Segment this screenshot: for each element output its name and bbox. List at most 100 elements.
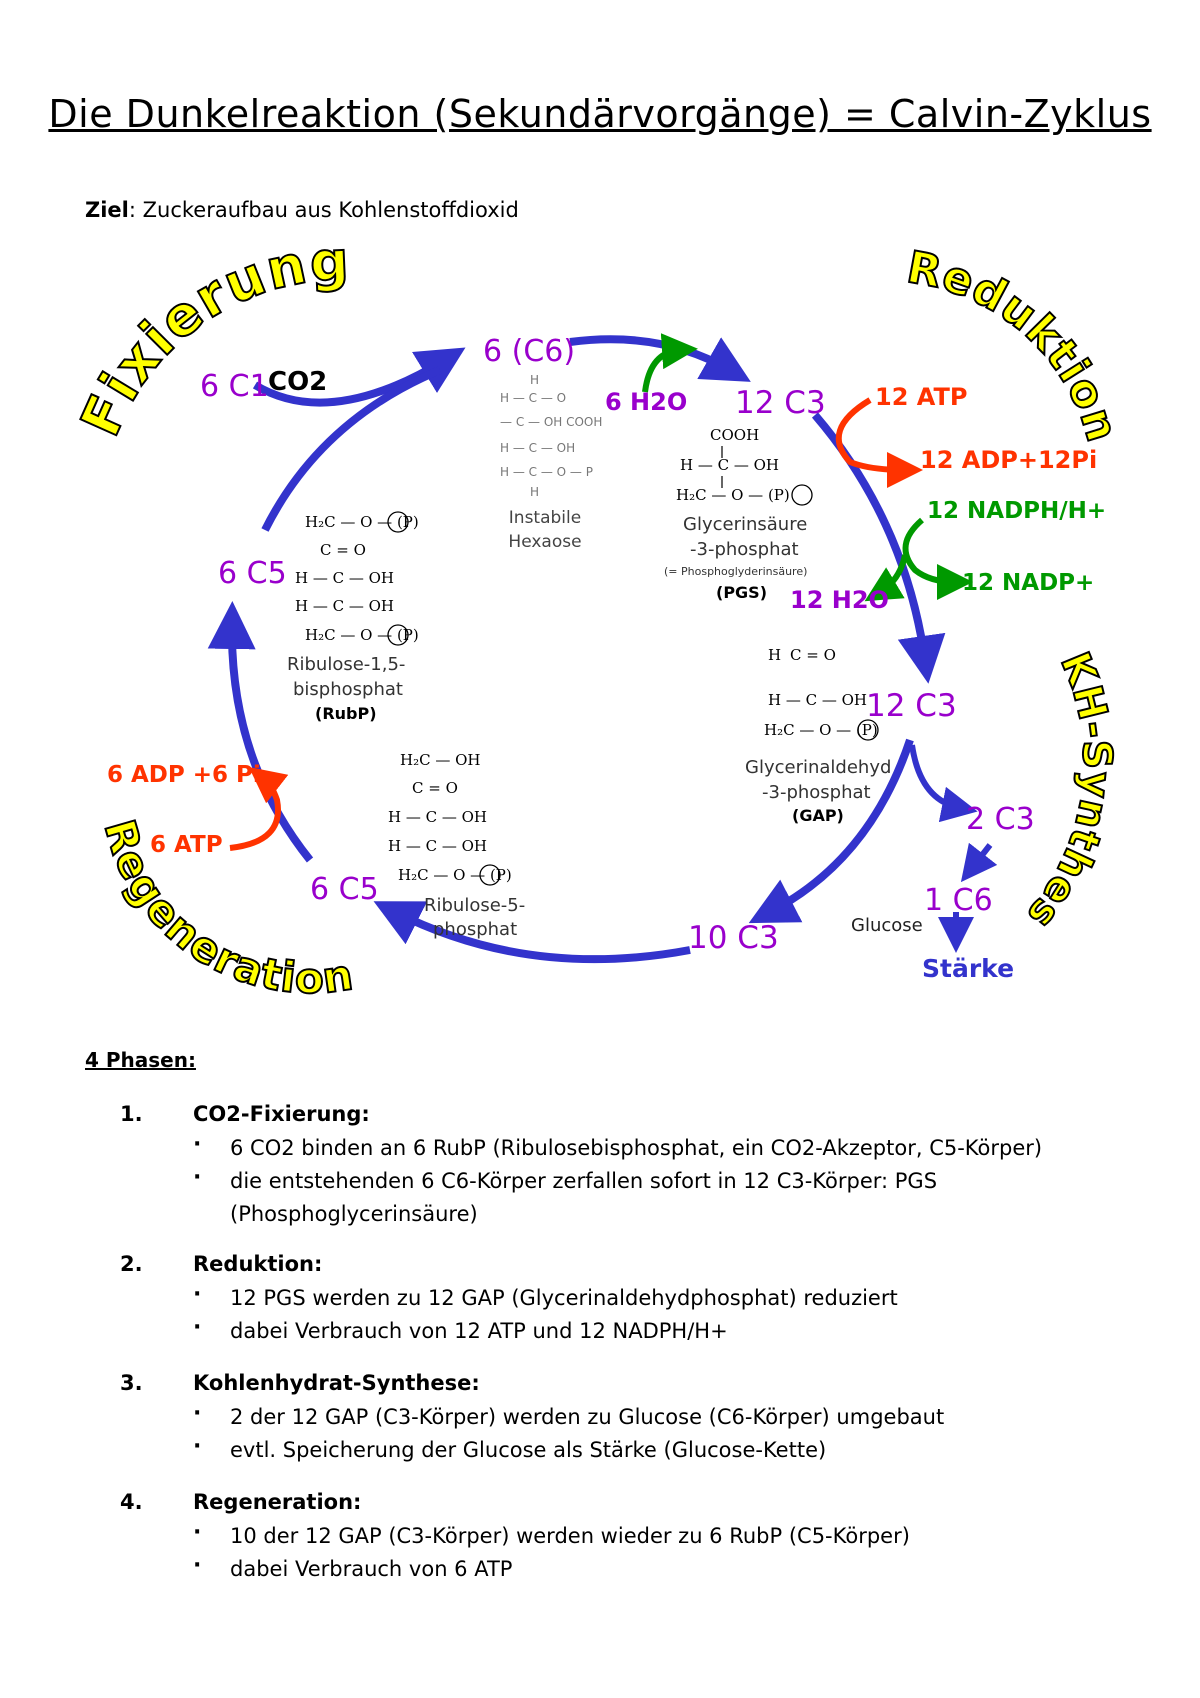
node-c3-ten: 10 C3 bbox=[688, 920, 779, 956]
list-item: evtl. Speicherung der Glucose als Stärke… bbox=[193, 1430, 1113, 1467]
hexaose-name: Instabile Hexaose bbox=[508, 508, 582, 552]
phase-label-reduktion: Reduktion bbox=[903, 242, 1128, 448]
gap-name-1: Glycerinaldehyd bbox=[745, 757, 892, 778]
ru5p-name-2: phosphat bbox=[433, 919, 518, 940]
arrow-gap-to-10c3 bbox=[748, 738, 914, 924]
cofactor-adp-out: 12 ADP+12Pi bbox=[920, 446, 1098, 474]
node-c3-gap: 12 C3 bbox=[866, 688, 957, 724]
list-item: dabei Verbrauch von 6 ATP bbox=[193, 1549, 1113, 1586]
arrow-atp-in bbox=[835, 397, 923, 488]
node-glucose: Glucose bbox=[851, 915, 923, 936]
svg-text:H: H bbox=[530, 485, 539, 499]
rubp-structure: H₂C — O — (P) C = O H — C — OH H — C — O… bbox=[295, 513, 419, 644]
phase-heading: Reduktion: bbox=[193, 1252, 323, 1276]
list-item: die entstehenden 6 C6-Körper zerfallen s… bbox=[193, 1161, 1113, 1231]
arrow-gap-to-2c3 bbox=[909, 744, 978, 823]
goal-line: Ziel: Zuckeraufbau aus Kohlenstoffdioxid bbox=[85, 198, 519, 222]
node-c5-bottom: 6 C5 bbox=[310, 872, 379, 907]
phases-title: 4 Phasen: bbox=[85, 1048, 196, 1072]
node-c1: 6 C1 bbox=[200, 369, 269, 404]
svg-text:H: H bbox=[768, 646, 781, 664]
cofactor-adp-regen: 6 ADP +6 Pi bbox=[107, 762, 261, 788]
svg-text:H₂C — O — (P): H₂C — O — (P) bbox=[305, 626, 419, 644]
arrow-nadph-in bbox=[902, 517, 973, 600]
svg-text:H — C — O: H — C — O bbox=[500, 391, 566, 405]
phase-number: 2. bbox=[120, 1252, 143, 1276]
cofactor-h2o-out: 12 H2O bbox=[790, 586, 889, 614]
goal-text: : Zuckeraufbau aus Kohlenstoffdioxid bbox=[128, 198, 519, 222]
node-c6: 6 (C6) bbox=[483, 334, 576, 369]
phase-number: 1. bbox=[120, 1102, 143, 1126]
svg-text:H₂C — O — (P): H₂C — O — (P) bbox=[764, 721, 878, 739]
cofactor-nadph-in: 12 NADPH/H+ bbox=[927, 498, 1107, 524]
list-item: dabei Verbrauch von 12 ATP und 12 NADPH/… bbox=[193, 1311, 1113, 1348]
node-co2: CO2 bbox=[268, 367, 328, 397]
cofactor-atp-regen: 6 ATP bbox=[150, 832, 223, 858]
calvin-cycle-diagram: Fixierung Reduktion KH-Synthese Regenera… bbox=[0, 0, 1128, 1004]
svg-text:C = O: C = O bbox=[412, 779, 458, 797]
arrow-h2o-in bbox=[642, 333, 698, 393]
arrow-c6-to-c3 bbox=[569, 335, 751, 382]
phase-number: 3. bbox=[120, 1371, 143, 1395]
arrow-10c3-to-c5 bbox=[373, 901, 691, 964]
node-two-c3: 2 C3 bbox=[966, 802, 1035, 837]
svg-text:H — C — OH: H — C — OH bbox=[388, 808, 487, 826]
pgs-name-1: Glycerinsäure bbox=[683, 514, 808, 535]
phase-items: 2 der 12 GAP (C3-Körper) werden zu Gluco… bbox=[193, 1397, 1113, 1467]
gap-structure: H C = O H — C — OH H₂C — O — (P) bbox=[764, 646, 878, 739]
svg-text:H: H bbox=[530, 373, 539, 387]
svg-text:H — C — OH: H — C — OH bbox=[500, 441, 575, 455]
phase-heading: Regeneration: bbox=[193, 1490, 362, 1514]
pgs-alt-name: (= Phosphoglyderinsäure) bbox=[664, 565, 808, 578]
phase-items: 12 PGS werden zu 12 GAP (Glycerinaldehyd… bbox=[193, 1278, 1113, 1348]
list-item: 10 der 12 GAP (C3-Körper) werden wieder … bbox=[193, 1516, 1113, 1553]
goal-label: Ziel bbox=[85, 198, 129, 222]
svg-text:COOH: COOH bbox=[710, 426, 759, 444]
cofactor-h2o-in: 6 H2O bbox=[605, 388, 688, 416]
page-title: Die Dunkelreaktion (Sekundärvorgänge) = … bbox=[48, 92, 1152, 136]
phase-number: 4. bbox=[120, 1490, 143, 1514]
gap-abbr: (GAP) bbox=[792, 806, 844, 825]
arrow-c5-to-c5 bbox=[207, 601, 314, 863]
svg-text:H₂C — O — (P): H₂C — O — (P) bbox=[305, 513, 419, 531]
svg-text:H — C — O — P: H — C — O — P bbox=[500, 465, 593, 479]
phase-items: 10 der 12 GAP (C3-Körper) werden wieder … bbox=[193, 1516, 1113, 1586]
list-item: 6 CO2 binden an 6 RubP (Ribulosebisphosp… bbox=[193, 1128, 1113, 1165]
phase-label-regeneration: Regeneration bbox=[95, 814, 357, 1003]
phase-heading: Kohlenhydrat-Synthese: bbox=[193, 1371, 480, 1395]
list-item: 12 PGS werden zu 12 GAP (Glycerinaldehyd… bbox=[193, 1278, 1113, 1315]
svg-text:H — C — OH: H — C — OH bbox=[295, 597, 394, 615]
pgs-abbr: (PGS) bbox=[716, 583, 768, 602]
svg-text:C = O: C = O bbox=[320, 541, 366, 559]
rubp-abbr: (RubP) bbox=[315, 704, 377, 723]
arrow-h2o-out bbox=[864, 554, 908, 602]
ru5p-structure: H₂C — OH C = O H — C — OH H — C — OH H₂C… bbox=[388, 751, 512, 884]
arrow-atp-regen bbox=[229, 766, 289, 851]
node-c3-top: 12 C3 bbox=[735, 385, 826, 421]
phosphate-circles bbox=[387, 484, 879, 886]
hexaose-structure: H H — C — O — C — OH COOH H — C — OH H —… bbox=[500, 373, 602, 499]
svg-text:— C — OH COOH: — C — OH COOH bbox=[500, 415, 602, 429]
svg-text:H — C — OH: H — C — OH bbox=[295, 569, 394, 587]
rubp-name-1: Ribulose-1,5- bbox=[287, 654, 406, 675]
ru5p-name-1: Ribulose-5- bbox=[424, 895, 526, 916]
phase-heading: CO2-Fixierung: bbox=[193, 1102, 370, 1126]
gap-name-2: -3-phosphat bbox=[762, 782, 871, 803]
pgs-name-2: -3-phosphat bbox=[690, 539, 799, 560]
arrow-2c3-to-1c6 bbox=[960, 842, 998, 883]
cofactor-atp-in: 12 ATP bbox=[875, 383, 968, 411]
node-one-c6: 1 C6 bbox=[924, 883, 993, 918]
node-starke: Stärke bbox=[922, 954, 1015, 983]
node-c5-left: 6 C5 bbox=[218, 556, 287, 591]
svg-text:H — C — OH: H — C — OH bbox=[680, 456, 779, 474]
rubp-name-2: bisphosphat bbox=[293, 679, 403, 700]
svg-text:H₂C — O — (P): H₂C — O — (P) bbox=[676, 486, 790, 504]
svg-text:H₂C — O — (P): H₂C — O — (P) bbox=[398, 866, 512, 884]
phase-items: 6 CO2 binden an 6 RubP (Ribulosebisphosp… bbox=[193, 1128, 1113, 1231]
svg-text:H — C — OH: H — C — OH bbox=[768, 691, 867, 709]
arrow-c5-to-fix bbox=[261, 366, 442, 532]
cofactor-nadp-out: 12 NADP+ bbox=[962, 570, 1095, 596]
phase-label-fixierung: Fixierung bbox=[69, 229, 352, 445]
svg-text:H — C — OH: H — C — OH bbox=[388, 837, 487, 855]
list-item: 2 der 12 GAP (C3-Körper) werden zu Gluco… bbox=[193, 1397, 1113, 1434]
